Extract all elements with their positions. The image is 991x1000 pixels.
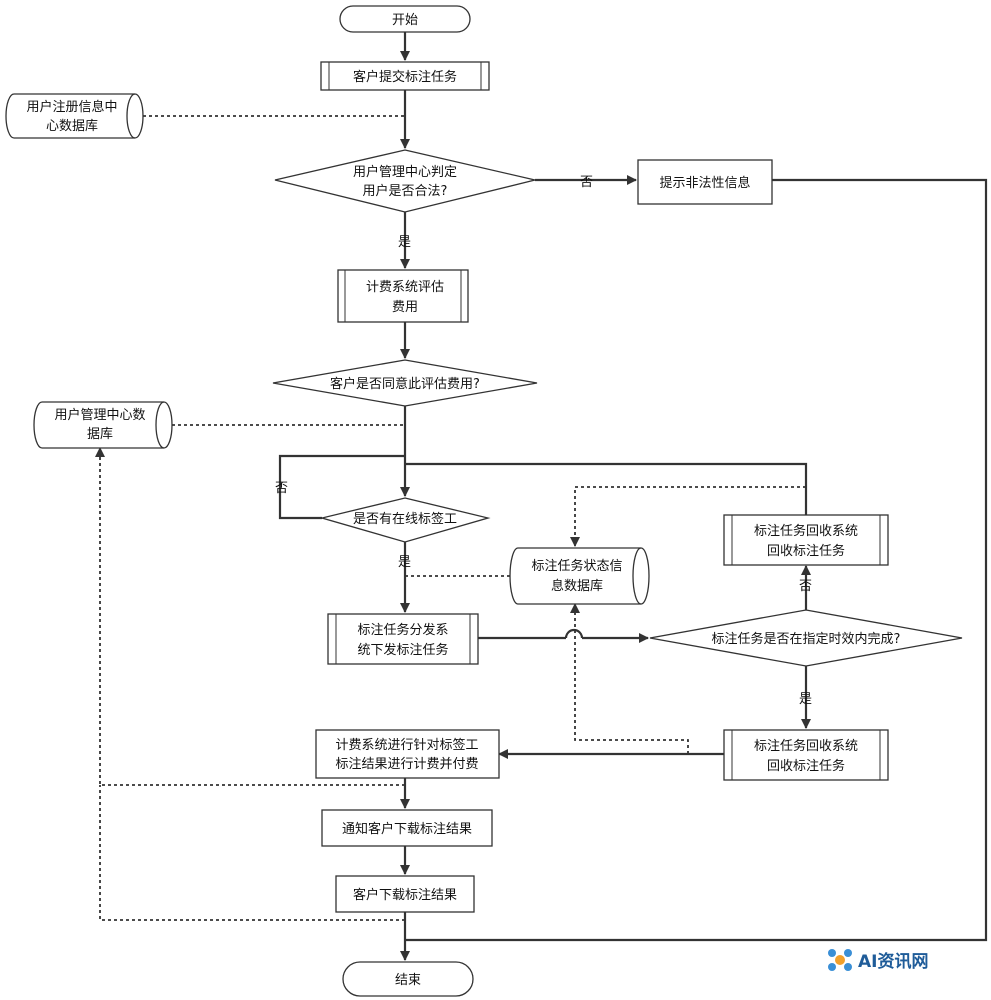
notify-label: 通知客户下载标注结果 [342, 821, 472, 837]
user-mgmt-db: 用户管理中心数 据库 [33, 401, 173, 449]
watermark-text: AI资讯网 [858, 951, 928, 972]
user-mgmt-db-line2: 据库 [87, 426, 113, 442]
edge-label-no-labeler: 否 [275, 481, 288, 496]
illegal-info-box: 提示非法性信息 [637, 159, 773, 205]
dash-recycle-bottom-status [570, 603, 689, 754]
download-label: 客户下载标注结果 [353, 887, 457, 903]
billing-estimate-line1: 计费系统评估 [366, 280, 444, 295]
edge-label-yes-time: 是 [799, 692, 812, 707]
recycle-top-line2: 回收标注任务 [767, 543, 845, 559]
check-legal-line1: 用户管理中心判定 [353, 164, 457, 180]
submit-task-box: 客户提交标注任务 [320, 61, 490, 91]
watermark-logo-icon [828, 949, 852, 971]
user-reg-db: 用户注册信息中 心数据库 [5, 93, 144, 139]
illegal-info-label: 提示非法性信息 [659, 175, 750, 191]
solid-connectors [278, 30, 988, 961]
dash-recycle-top-status [570, 486, 806, 547]
task-status-db-line2: 息数据库 [551, 578, 603, 594]
user-mgmt-db-line1: 用户管理中心数 [54, 407, 145, 423]
user-reg-db-line2: 心数据库 [46, 118, 98, 134]
check-legal-line2: 用户是否合法? [363, 183, 448, 199]
recycle-top-line1: 标注任务回收系统 [754, 523, 858, 539]
billing-estimate-line2: 费用 [392, 300, 418, 315]
check-legal-decision: 用户管理中心判定 用户是否合法? [274, 149, 536, 213]
user-reg-db-line1: 用户注册信息中 [26, 99, 117, 115]
recycle-top-box: 标注任务回收系统 回收标注任务 [723, 514, 889, 566]
download-box: 客户下载标注结果 [335, 875, 475, 913]
recycle-bottom-line1: 标注任务回收系统 [754, 738, 858, 754]
online-labeler-label: 是否有在线标签工 [353, 511, 457, 527]
agree-fee-label: 客户是否同意此评估费用? [330, 376, 480, 392]
start-terminator: 开始 [339, 5, 471, 33]
submit-task-label: 客户提交标注任务 [353, 69, 457, 85]
distribute-line2: 统下发标注任务 [357, 642, 448, 658]
billing-pay-box: 计费系统进行针对标签工 标注结果进行计费并付费 [315, 729, 500, 779]
edge-hop [564, 628, 584, 639]
online-labeler-decision: 是否有在线标签工 [319, 497, 491, 543]
recycle-bottom-line2: 回收标注任务 [767, 758, 845, 774]
task-status-db: 标注任务状态信 息数据库 [509, 547, 650, 605]
dashed-connectors [95, 115, 806, 921]
edge-recycle-top-loop [405, 462, 808, 515]
in-time-decision: 标注任务是否在指定时效内完成? [649, 609, 963, 667]
distribute-line1: 标注任务分发系 [357, 622, 448, 638]
in-time-label: 标注任务是否在指定时效内完成? [712, 631, 901, 647]
edge-label-yes-labeler: 是 [398, 555, 411, 570]
end-label: 结束 [395, 973, 421, 988]
edge-label-no-time: 否 [799, 579, 812, 594]
edge-illegal-end [405, 178, 988, 942]
distribute-box: 标注任务分发系 统下发标注任务 [327, 613, 479, 665]
task-status-db-line1: 标注任务状态信 [531, 558, 622, 574]
edge-labeler-no-loop [278, 454, 405, 520]
recycle-bottom-box: 标注任务回收系统 回收标注任务 [723, 729, 889, 781]
billing-pay-line2: 标注结果进行计费并付费 [335, 757, 478, 772]
agree-fee-decision: 客户是否同意此评估费用? [272, 359, 538, 407]
edge-label-yes-legal: 是 [398, 235, 411, 250]
end-terminator: 结束 [342, 961, 474, 997]
watermark: AI资讯网 [828, 949, 928, 972]
billing-pay-line1: 计费系统进行针对标签工 [335, 737, 478, 753]
edge-label-no-illegal: 否 [580, 175, 593, 190]
dash-billing-usermgmt [95, 447, 405, 786]
notify-box: 通知客户下载标注结果 [321, 809, 493, 847]
billing-estimate-box: 计费系统评估 费用 [337, 269, 469, 323]
start-label: 开始 [392, 13, 418, 28]
